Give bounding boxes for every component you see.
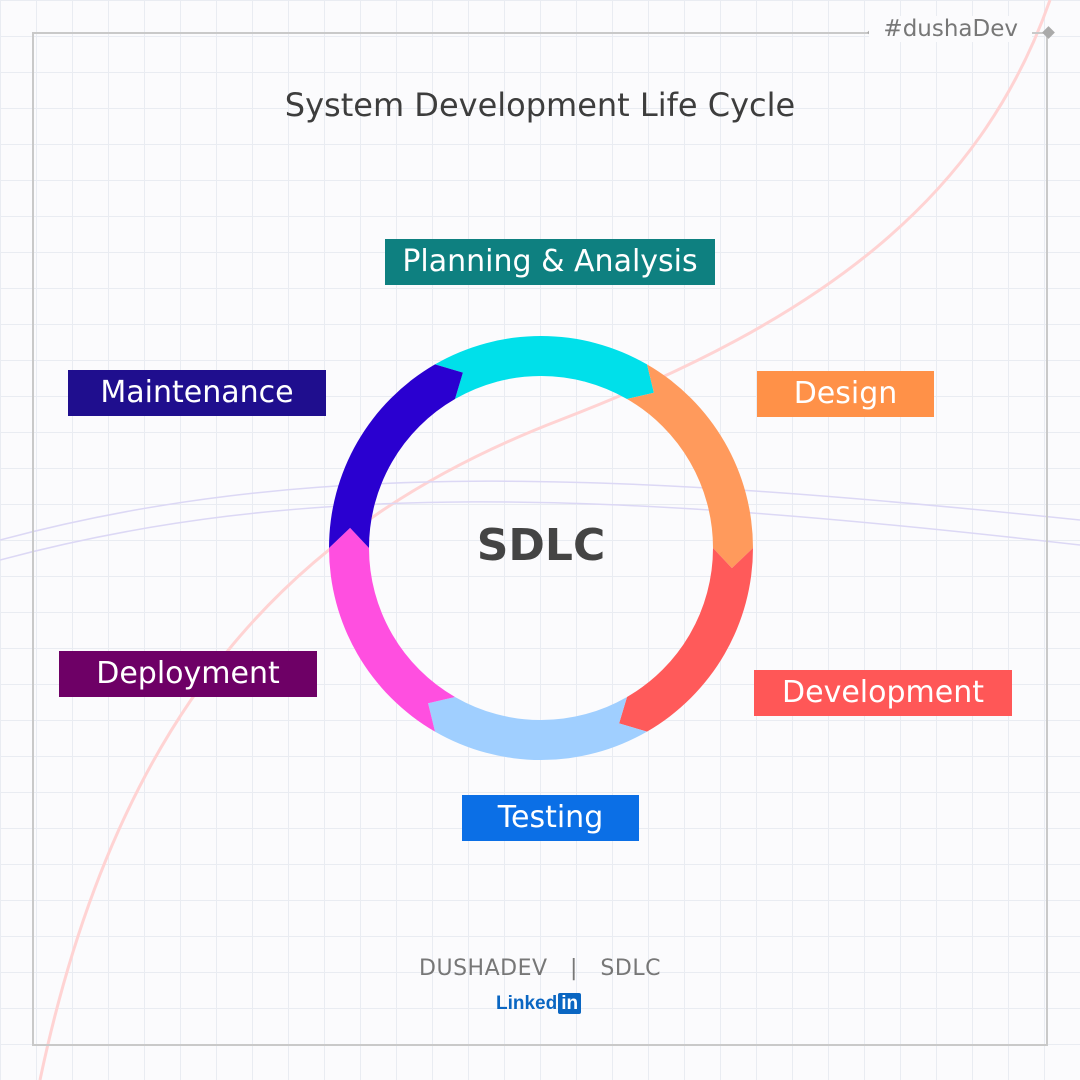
phase-testing: Testing: [462, 795, 639, 841]
footer-topic: SDLC: [600, 956, 661, 981]
footer-separator: |: [570, 956, 578, 981]
ring-segment-design: [627, 364, 753, 569]
phase-planning-analysis: Planning & Analysis: [385, 239, 715, 285]
phase-maintenance: Maintenance: [68, 370, 326, 416]
footer-credit: DUSHADEV | SDLC: [0, 956, 1080, 981]
ring-segment-development: [619, 548, 753, 732]
phase-development: Development: [754, 670, 1012, 716]
ring-segment-testing: [428, 697, 647, 761]
hashtag: #dushaDev: [869, 16, 1032, 42]
ring-segment-deployment: [329, 527, 455, 732]
ring-segment-maintenance: [329, 364, 463, 548]
phase-design: Design: [757, 371, 934, 417]
page-title: System Development Life Cycle: [284, 86, 796, 124]
frame: [32, 32, 1048, 1046]
center-label: SDLC: [476, 520, 606, 571]
ring-segment-planning: [435, 335, 654, 399]
footer-brand: DUSHADEV: [419, 956, 548, 981]
phase-deployment: Deployment: [59, 651, 317, 697]
